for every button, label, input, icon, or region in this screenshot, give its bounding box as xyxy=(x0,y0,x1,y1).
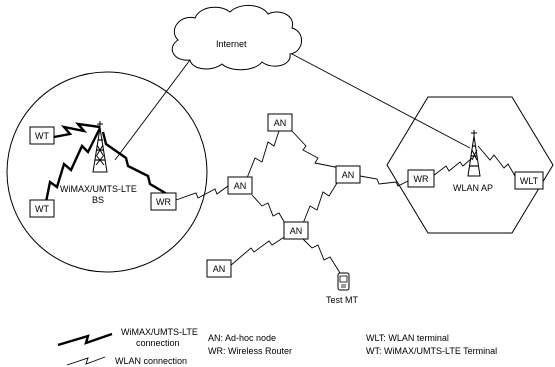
bs-label-line2: BS xyxy=(92,195,104,205)
node-wr-left: WR xyxy=(150,192,177,211)
node-wt-bottom-label: WT xyxy=(35,204,49,214)
legend-wlt-definition: WLT: WLAN terminal xyxy=(366,333,449,343)
wlan-link-an-right-wr-right xyxy=(359,175,411,187)
node-wlt: WLT xyxy=(514,171,544,190)
node-an-center-low-label: AN xyxy=(290,226,303,236)
wlan-link-wr-right-ap xyxy=(432,157,473,177)
wimax-link-bs-wt-top xyxy=(53,122,101,139)
test-mt-label: Test MT xyxy=(326,295,359,305)
node-an-bottom-left: AN xyxy=(206,259,232,278)
wlan-link-an-mid-an-top xyxy=(246,130,280,179)
wimax-link-bs-wt-bottom xyxy=(44,127,102,203)
node-wt-top-label: WT xyxy=(35,131,49,141)
wlan-cell-hexagon xyxy=(386,96,554,234)
node-wt-top: WT xyxy=(29,126,55,145)
wlan-ap-tower-icon xyxy=(467,130,481,177)
wlan-link-an-center-an-bottom xyxy=(229,235,287,267)
node-wr-right: WR xyxy=(407,169,435,188)
bs-label-line1: WiMAX/UMTS-LTE xyxy=(60,184,137,194)
node-wt-bottom: WT xyxy=(29,199,55,218)
node-an-top: AN xyxy=(267,113,293,132)
legend-wimax-symbol xyxy=(57,332,113,347)
legend-an-definition: AN: Ad-hoc node xyxy=(208,333,276,343)
legend-wlan-symbol xyxy=(66,356,106,366)
node-an-mid: AN xyxy=(227,176,253,195)
wlan-link-an-top-an-right xyxy=(290,129,341,169)
node-an-bottom-left-label: AN xyxy=(213,264,226,274)
node-wlt-label: WLT xyxy=(520,176,539,186)
node-wr-left-label: WR xyxy=(156,197,171,207)
bs-cell-circle xyxy=(6,71,208,273)
legend-wt-definition: WT: WiMAX/UMTS-LTE Terminal xyxy=(366,346,497,356)
node-an-right-label: AN xyxy=(342,170,355,180)
mobile-terminal-icon xyxy=(337,272,350,291)
node-an-mid-label: AN xyxy=(234,181,247,191)
legend-wimax-label-line2: connection xyxy=(136,338,180,348)
wlan-link-an-center-an-right xyxy=(301,182,338,227)
internet-label: Internet xyxy=(216,39,247,49)
node-an-top-label: AN xyxy=(274,118,287,128)
bs-tower-icon xyxy=(92,121,108,173)
wimax-link-bs-wr xyxy=(101,131,168,196)
legend-wlan-label: WLAN connection xyxy=(115,356,187,366)
internet-to-ap-link xyxy=(291,53,471,149)
legend-wr-definition: WR: Wireless Router xyxy=(208,346,292,356)
wlan-link-an-mid-an-center xyxy=(251,194,287,226)
node-wr-right-label: WR xyxy=(414,174,429,184)
node-an-center-low: AN xyxy=(283,221,309,240)
wlan-link-wr-an-mid xyxy=(175,185,229,201)
wlan-ap-label: WLAN AP xyxy=(453,183,493,193)
internet-to-bs-link xyxy=(114,59,191,161)
wlan-link-ap-wlt xyxy=(477,145,516,177)
wlan-link-an-center-test-mt xyxy=(301,237,341,274)
internet-cloud xyxy=(171,5,302,71)
legend-wimax-label-line1: WiMAX/UMTS-LTE xyxy=(121,327,198,337)
node-an-right: AN xyxy=(335,165,361,184)
